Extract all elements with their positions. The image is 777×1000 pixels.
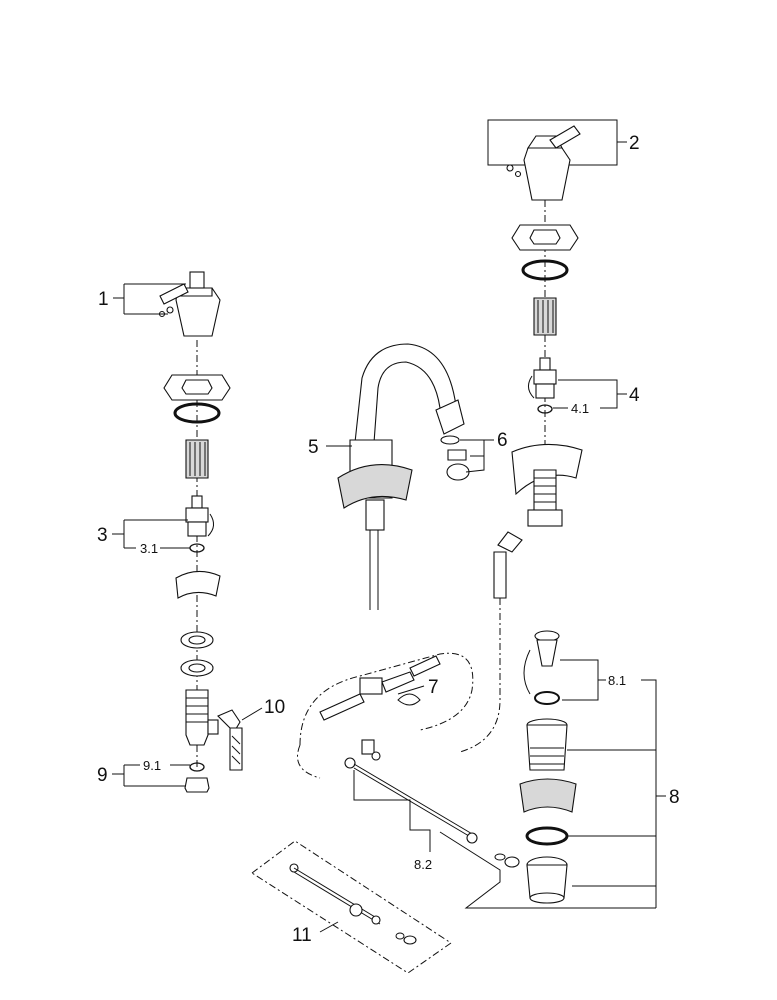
left-hose [217, 709, 243, 771]
label-10: 10 [264, 697, 285, 718]
left-deck-wedge [175, 570, 221, 599]
label-2: 2 [629, 133, 640, 154]
right-valve-assembly [459, 119, 618, 753]
aerator-washer [440, 435, 460, 445]
label-bracket-2 [487, 119, 618, 166]
label-5: 5 [308, 437, 319, 458]
right-o-ring [521, 259, 569, 281]
label-3-1: 3.1 [140, 541, 158, 556]
label-7: 7 [428, 677, 439, 698]
left-cartridge [185, 495, 214, 537]
label-1: 1 [98, 289, 109, 310]
left-handle [158, 271, 221, 337]
kit-frame [251, 840, 452, 974]
spout-assembly [297, 343, 474, 779]
label-9-1: 9.1 [143, 758, 161, 773]
center-tee-connector [319, 655, 441, 769]
left-valve-assembly [158, 271, 243, 793]
label-8-1: 8.1 [608, 673, 626, 688]
label-6: 6 [497, 430, 508, 451]
label-11: 11 [292, 925, 312, 946]
part-labels: 1 2 3 3.1 4 4.1 5 6 7 8 8.1 8.2 9 9.1 10… [97, 133, 680, 946]
label-8-2: 8.2 [414, 857, 432, 872]
drain-lift-rod [353, 763, 475, 836]
left-valve-body [185, 689, 209, 746]
right-cartridge [528, 357, 557, 399]
left-extension [185, 439, 209, 479]
lift-rod-kit [251, 840, 452, 974]
right-handle [506, 125, 581, 201]
leader-lines [112, 141, 666, 933]
left-nut [184, 777, 210, 793]
label-8: 8 [669, 787, 680, 808]
label-4: 4 [629, 385, 640, 406]
right-extension [533, 297, 557, 336]
label-4-1: 4.1 [571, 401, 589, 416]
drain-assembly [353, 630, 577, 904]
right-deck-wedge [511, 443, 583, 496]
aerator-ring [446, 463, 470, 481]
right-hose [497, 531, 523, 553]
label-3: 3 [97, 525, 108, 546]
aerator-insert [447, 449, 467, 461]
drain-deck-wedge [519, 778, 577, 813]
label-9: 9 [97, 765, 108, 786]
left-o-ring [173, 402, 221, 424]
